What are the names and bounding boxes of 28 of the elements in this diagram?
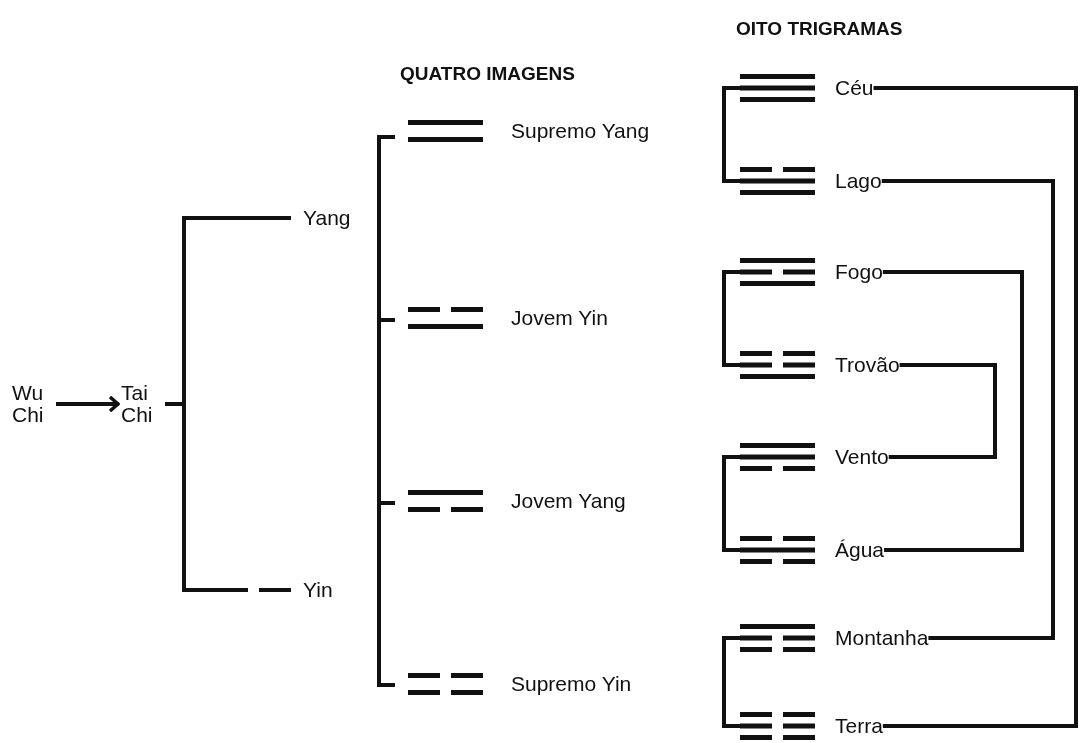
node-label: Supremo Yang: [511, 119, 650, 142]
node-label: Jovem Yang: [511, 489, 626, 512]
node-label: Wu Chi: [12, 381, 45, 427]
connector-line: [722, 636, 740, 728]
node-label: Montanha: [835, 626, 929, 649]
node-label: Água: [835, 538, 885, 561]
connector-line: [722, 455, 740, 552]
column-heading: QUATRO IMAGENS: [400, 63, 575, 85]
node-label: Vento: [835, 445, 889, 468]
node-label: Tai Chi: [121, 381, 154, 427]
node-label: Céu: [835, 76, 874, 99]
arrow: [56, 395, 120, 413]
node-label: Yang: [303, 206, 351, 229]
connector-line: [722, 270, 740, 367]
node-label: Supremo Yin: [511, 672, 632, 695]
node-label: Jovem Yin: [511, 306, 608, 329]
node-label: Lago: [835, 169, 882, 192]
connector-line: [888, 363, 997, 459]
connector-line: [873, 86, 1078, 728]
connector-line: [882, 270, 1024, 552]
node-label: Fogo: [835, 260, 883, 283]
node-label: Yin: [303, 578, 333, 601]
connector-line: [722, 86, 740, 183]
connector-line: [881, 179, 1055, 640]
column-heading: OITO TRIGRAMAS: [736, 18, 903, 40]
connector-line: [165, 402, 216, 592]
node-label: Trovão: [835, 353, 900, 376]
node-label: Terra: [835, 714, 883, 737]
